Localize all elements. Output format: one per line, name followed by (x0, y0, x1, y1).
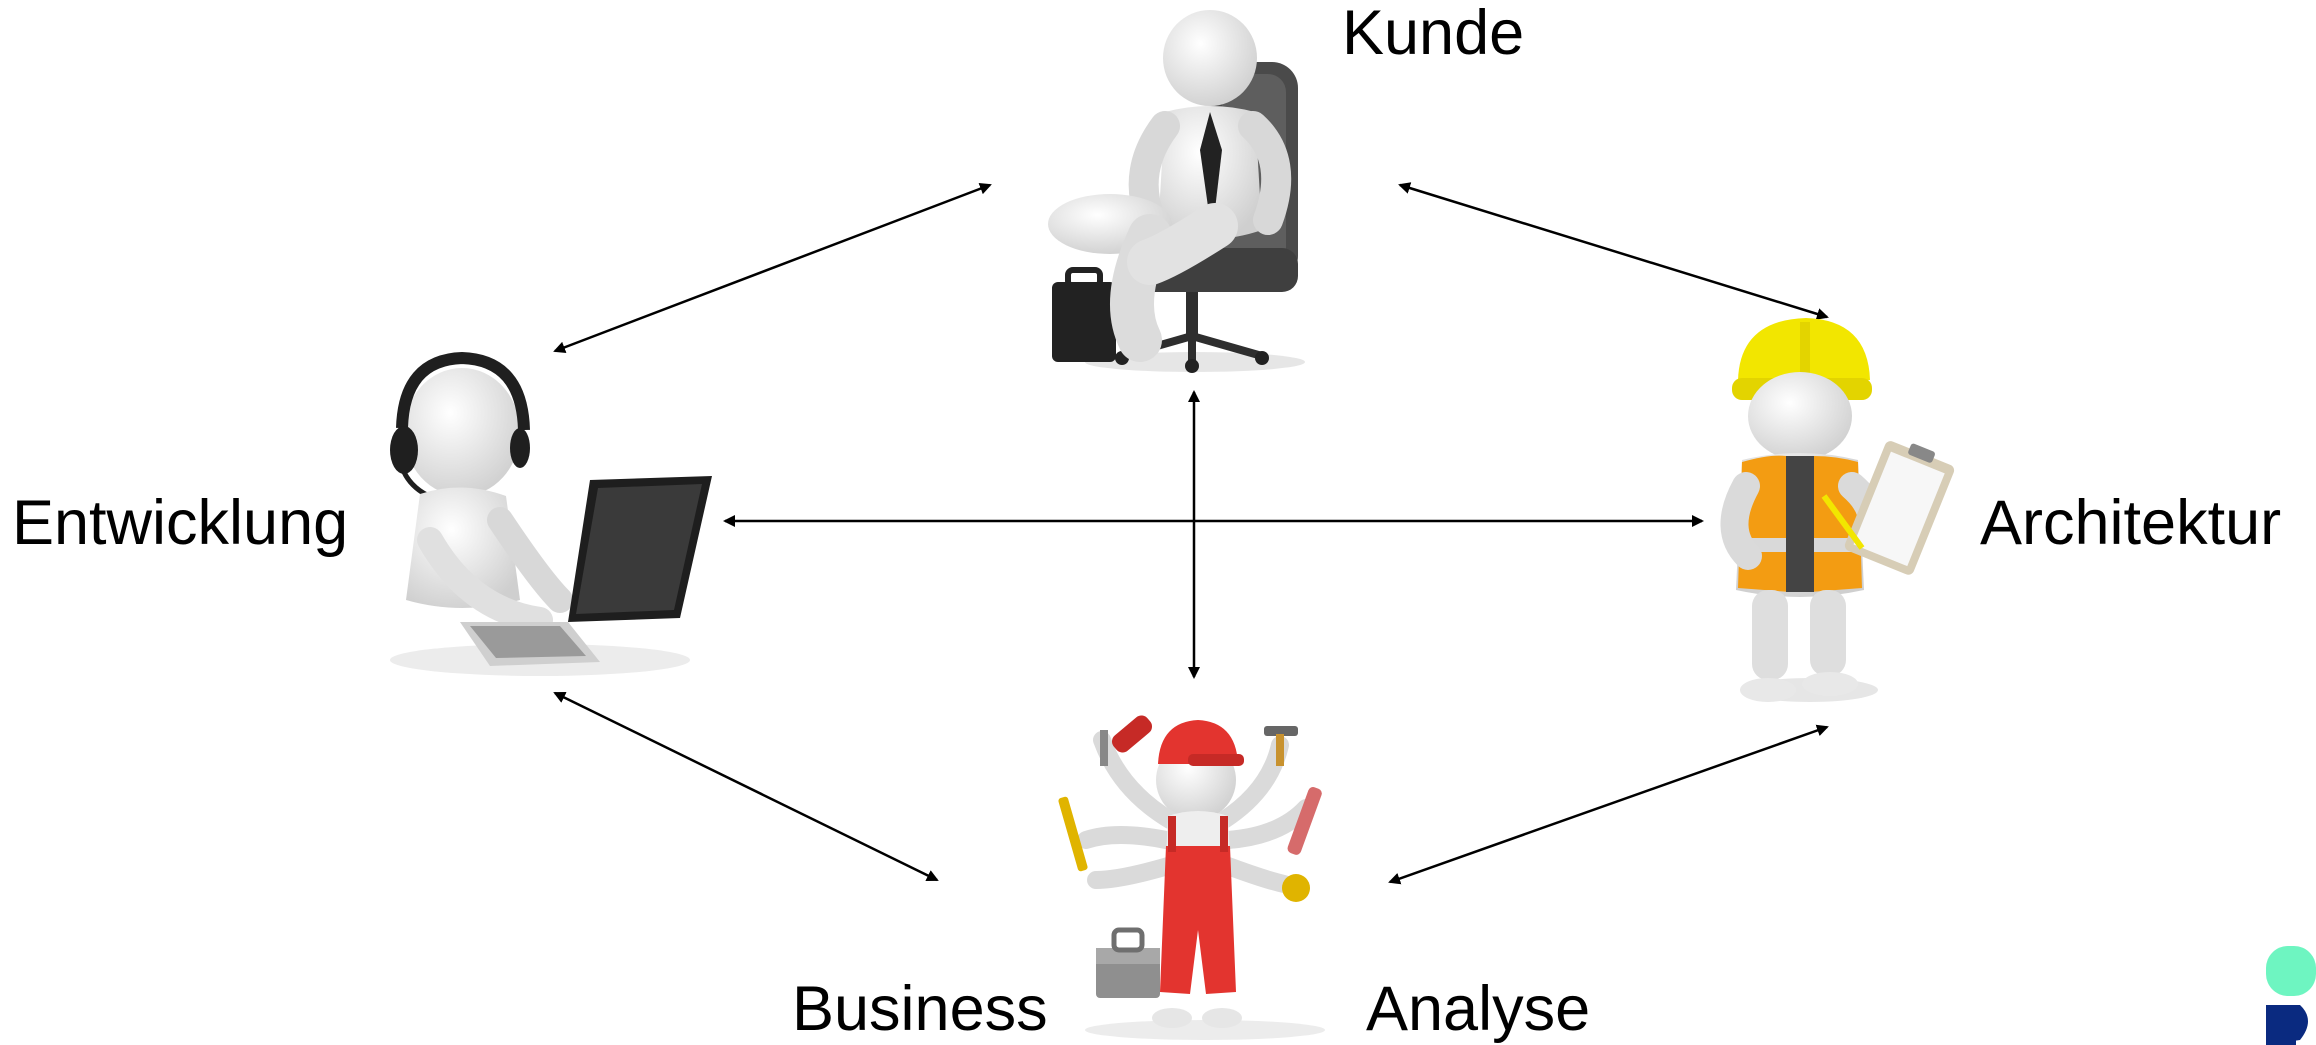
support-agent-with-laptop-icon (390, 351, 712, 676)
label-analysis: Analyse (1366, 974, 1591, 1044)
label-customer: Kunde (1342, 0, 1525, 68)
arrow-business-analysis-architecture (1388, 724, 1829, 885)
multi-armed-handyman-icon (1058, 715, 1325, 1040)
label-business: Business (792, 974, 1048, 1044)
worker-with-hardhat-and-clipboard-icon (1720, 318, 1955, 702)
brand-logo (2266, 946, 2316, 1045)
label-architecture: Architektur (1980, 488, 2282, 558)
label-development: Entwicklung (12, 488, 349, 558)
arrow-development-business-analysis (553, 691, 939, 882)
arrow-customer-architecture (1398, 182, 1829, 320)
businessman-in-office-chair-icon (1048, 10, 1305, 373)
arrow-development-customer (553, 182, 992, 354)
